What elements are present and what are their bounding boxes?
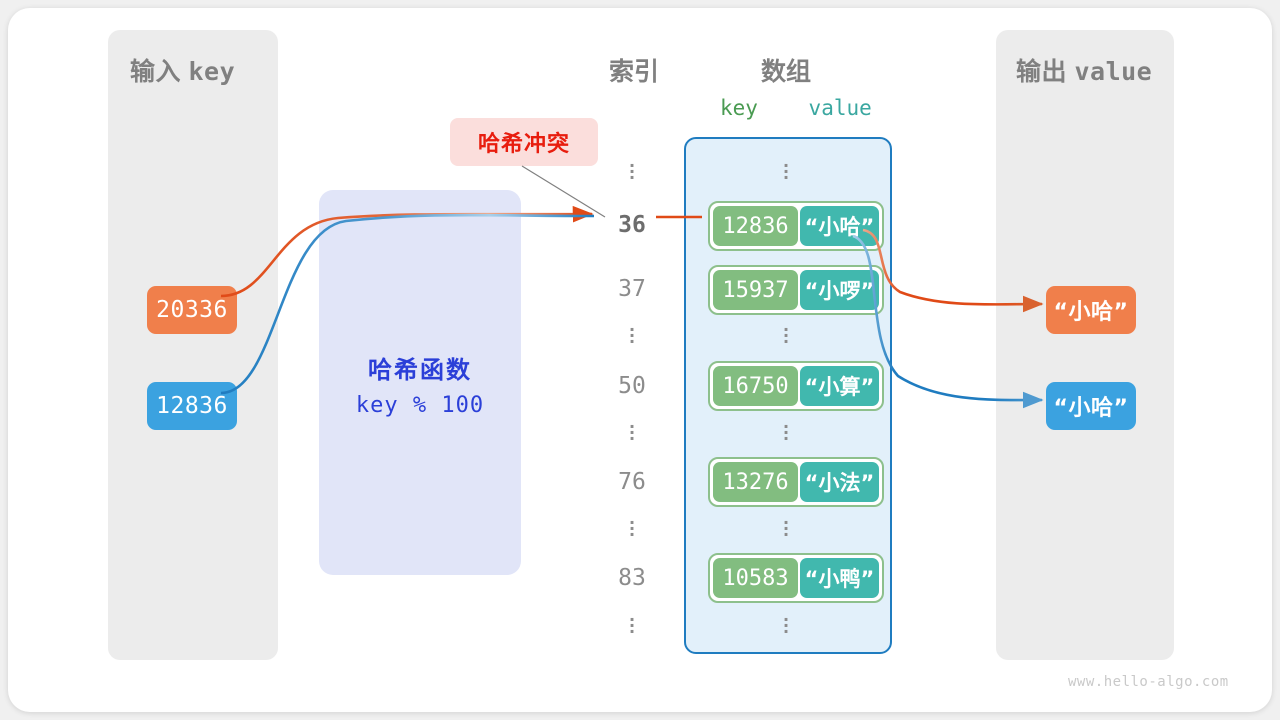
output-value-panel: [996, 30, 1174, 660]
table-row[interactable]: 10583“小鸭”: [708, 553, 884, 603]
bucket-value: “小鸭”: [799, 558, 879, 598]
index-label-37: 37: [618, 276, 646, 302]
bucket-value: “小哈”: [799, 206, 879, 246]
bucket-key: 12836: [713, 206, 798, 246]
watermark: www.hello-algo.com: [1068, 674, 1229, 690]
output-value-1[interactable]: “小哈”: [1046, 286, 1136, 334]
index-label-76: 76: [618, 469, 646, 495]
bucket-value: “小啰”: [799, 270, 879, 310]
index-ellipsis: ...: [629, 314, 635, 348]
index-label-83: 83: [618, 565, 646, 591]
array-kv-header: key value: [720, 96, 872, 120]
index-ellipsis: ...: [629, 604, 635, 638]
index-ellipsis: ...: [629, 507, 635, 541]
index-column-header: 索引: [608, 58, 659, 86]
bucket-key: 15937: [713, 270, 798, 310]
bucket-ellipsis: ...: [783, 314, 789, 348]
input-panel-title-mono: key: [188, 57, 236, 86]
index-label-50: 50: [618, 373, 646, 399]
index-ellipsis: ...: [629, 150, 635, 184]
index-ellipsis: ...: [629, 411, 635, 445]
bucket-value: “小算”: [799, 366, 879, 406]
table-row[interactable]: 15937“小啰”: [708, 265, 884, 315]
hash-function-title: 哈希函数: [368, 357, 472, 384]
table-row[interactable]: 12836“小哈”: [708, 201, 884, 251]
hash-collision-badge: 哈希冲突: [450, 118, 598, 166]
array-key-header: key: [720, 96, 758, 120]
table-row[interactable]: 13276“小法”: [708, 457, 884, 507]
bucket-ellipsis: ...: [783, 150, 789, 184]
input-panel-title-cn: 输入: [130, 58, 182, 86]
collision-leader-line: [521, 165, 606, 218]
output-panel-title: 输出 value: [1016, 52, 1152, 88]
output-panel-title-cn: 输出: [1016, 58, 1068, 86]
output-panel-title-mono: value: [1074, 57, 1153, 86]
output-value-2[interactable]: “小哈”: [1046, 382, 1136, 430]
bucket-key: 16750: [713, 366, 798, 406]
hash-function-formula: key % 100: [355, 393, 485, 418]
bucket-key: 13276: [713, 462, 798, 502]
bucket-value: “小法”: [799, 462, 879, 502]
diagram-card: 输入 key 输出 value 索引 数组 key value 哈希冲突 哈希函…: [8, 8, 1272, 712]
array-value-header: value: [808, 96, 872, 120]
input-panel-title: 输入 key: [130, 52, 235, 88]
array-column-header: 数组: [760, 58, 811, 86]
input-key-12836[interactable]: 12836: [147, 382, 237, 430]
input-key-20336[interactable]: 20336: [147, 286, 237, 334]
diagram-stage: 输入 key 输出 value 索引 数组 key value 哈希冲突 哈希函…: [8, 8, 1272, 712]
bucket-ellipsis: ...: [783, 507, 789, 541]
input-key-panel: [108, 30, 278, 660]
bucket-key: 10583: [713, 558, 798, 598]
bucket-ellipsis: ...: [783, 411, 789, 445]
table-row[interactable]: 16750“小算”: [708, 361, 884, 411]
bucket-ellipsis: ...: [783, 604, 789, 638]
index-label-36: 36: [618, 212, 646, 238]
